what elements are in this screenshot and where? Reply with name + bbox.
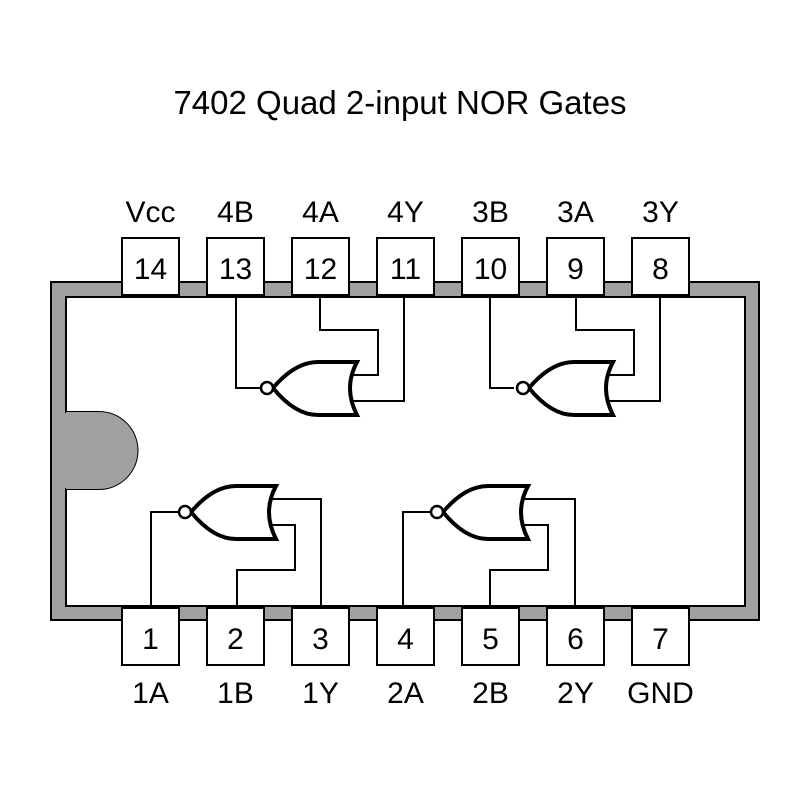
wiring [150, 297, 661, 606]
wire-pin2-to-gate1-input [236, 524, 296, 606]
wire-pin1-to-gate1-output [150, 511, 178, 606]
pin-number: 14 [134, 253, 167, 286]
pin-box [376, 607, 435, 666]
pin-5: 5 2B [461, 607, 520, 710]
nor-gate-body [440, 484, 532, 541]
pin-box [121, 607, 180, 666]
wire-pin8-to-gate3-input [606, 297, 661, 402]
nor-gate-2 [429, 484, 532, 541]
inversion-bubble [259, 380, 275, 396]
pin-label: GND [627, 677, 694, 710]
wire-pin9-to-gate3-input [575, 297, 635, 376]
wire-pin5-to-gate2-input [489, 524, 549, 606]
nor-gate-3 [515, 360, 617, 417]
pin-box [291, 237, 350, 296]
pin-6: 6 2Y [546, 607, 605, 710]
orientation-notch [66, 412, 138, 489]
pin-box [206, 237, 265, 296]
pin-label: 2Y [557, 677, 594, 710]
pin-number: 8 [652, 253, 669, 286]
pin-label: 2A [387, 677, 424, 710]
wire-pin11-to-gate4-input [350, 297, 405, 402]
pin-number: 4 [397, 623, 414, 656]
pin-label: 1A [132, 677, 169, 710]
inversion-bubble [429, 504, 445, 520]
pin-box [546, 607, 605, 666]
pin-box [121, 237, 180, 296]
pin-label: Vcc [125, 196, 175, 229]
pin-number: 6 [567, 623, 584, 656]
pin-label: 3B [472, 196, 509, 229]
top-pin-row: 14 Vcc 13 4B 12 4A 11 4Y 10 3B 9 3A 8 3Y [121, 196, 690, 296]
pin-9: 9 3A [546, 196, 605, 296]
pin-number: 9 [567, 253, 584, 286]
nor-gate-4 [259, 360, 361, 417]
pin-label: 4A [302, 196, 339, 229]
pin-box [461, 237, 520, 296]
pin-label: 3Y [642, 196, 679, 229]
wire-pin10-to-gate3-output [489, 297, 514, 389]
pin-number: 13 [219, 253, 252, 286]
wire-pin6-to-gate2-input [522, 498, 576, 606]
pin-box [291, 607, 350, 666]
nor-gate-body [188, 484, 280, 541]
pin-4: 4 2A [376, 607, 435, 710]
pin-box [461, 607, 520, 666]
pin-10: 10 3B [461, 196, 520, 296]
pin-box [376, 237, 435, 296]
pin-number: 5 [482, 623, 499, 656]
pin-label: 1B [217, 677, 254, 710]
pin-number: 10 [474, 253, 507, 286]
pin-label: 2B [472, 677, 509, 710]
pin-box [631, 237, 690, 296]
pin-13: 13 4B [206, 196, 265, 296]
pin-1: 1 1A [121, 607, 180, 710]
pin-label: 4B [217, 196, 254, 229]
inversion-bubble [515, 380, 531, 396]
nor-gate-body [526, 360, 617, 417]
pin-11: 11 4Y [376, 196, 435, 296]
pin-12: 12 4A [291, 196, 350, 296]
pin-label: 1Y [302, 677, 339, 710]
pin-label: 3A [557, 196, 594, 229]
pin-box [206, 607, 265, 666]
pin-box [631, 607, 690, 666]
pin-box [546, 237, 605, 296]
nor-gate-1 [177, 484, 280, 541]
pin-number: 2 [227, 623, 244, 656]
pin-label: 4Y [387, 196, 424, 229]
pin-number: 7 [652, 623, 669, 656]
wire-pin12-to-gate4-input [319, 297, 379, 376]
pin-number: 3 [312, 623, 329, 656]
pin-14: 14 Vcc [121, 196, 180, 296]
pin-number: 12 [304, 253, 337, 286]
pin-number: 1 [142, 623, 159, 656]
wire-pin13-to-gate4-output [235, 297, 260, 389]
diagram-title: 7402 Quad 2-input NOR Gates [173, 84, 626, 121]
pin-3: 3 1Y [291, 607, 350, 710]
package-inner-area [65, 296, 746, 607]
nor-gate-body [270, 360, 361, 417]
pin-8: 8 3Y [631, 196, 690, 296]
wire-pin3-to-gate1-input [270, 498, 322, 606]
wire-pin4-to-gate2-output [402, 511, 430, 606]
pin-2: 2 1B [206, 607, 265, 710]
inversion-bubble [177, 504, 193, 520]
pin-number: 11 [390, 253, 421, 286]
